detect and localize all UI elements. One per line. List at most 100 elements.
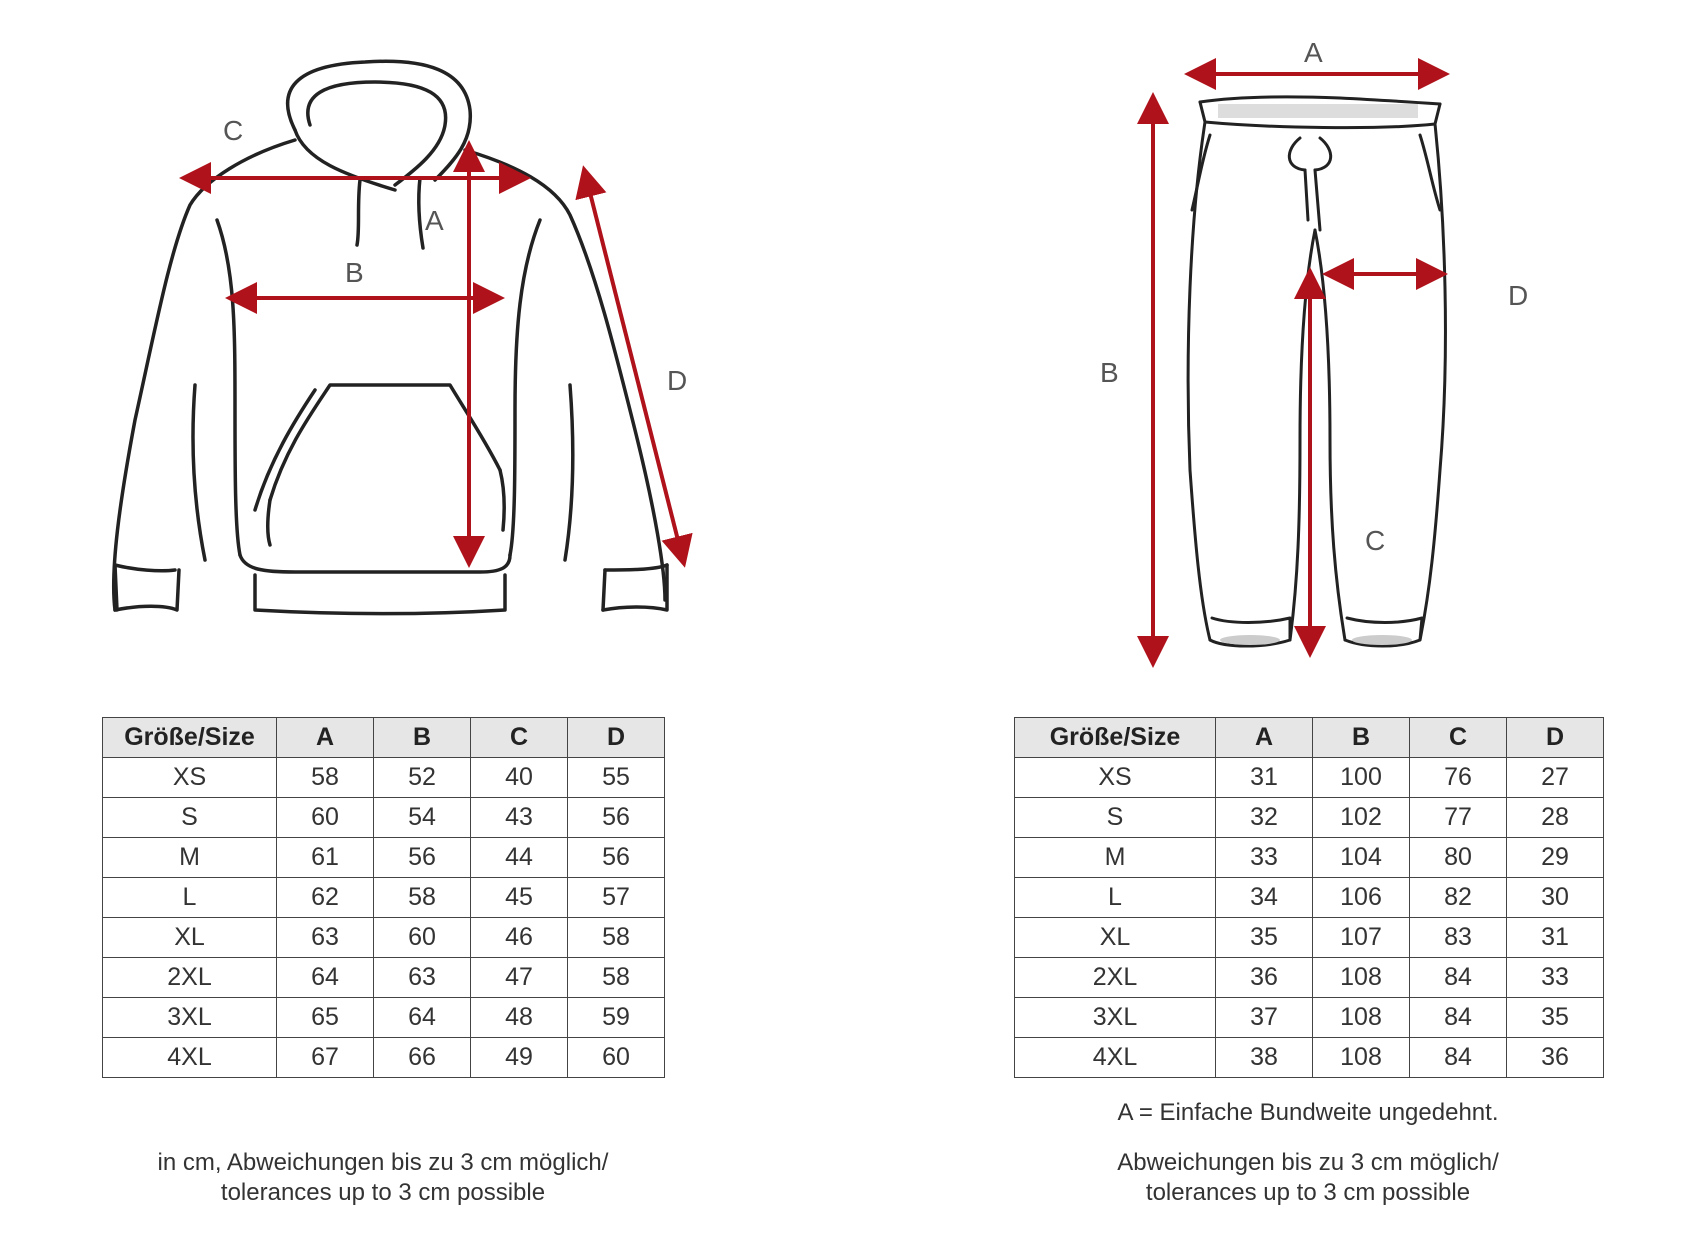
- note-line: Abweichungen bis zu 3 cm möglich/: [1117, 1149, 1499, 1176]
- value-cell: 31: [1506, 917, 1604, 958]
- table-row: 4XL 67 66 49 60: [102, 1037, 665, 1078]
- hoodie-label-a: A: [425, 205, 444, 236]
- value-cell: 36: [1215, 957, 1313, 998]
- value-cell: 108: [1312, 1037, 1410, 1078]
- value-cell: 80: [1409, 837, 1507, 878]
- header-b: B: [1312, 717, 1410, 758]
- value-cell: 35: [1215, 917, 1313, 958]
- header-size: Größe/Size: [1014, 717, 1216, 758]
- hoodie-label-d: D: [667, 365, 687, 396]
- note-line: in cm, Abweichungen bis zu 3 cm möglich/: [157, 1149, 609, 1176]
- value-cell: 37: [1215, 997, 1313, 1038]
- pants-label-a: A: [1304, 37, 1323, 68]
- value-cell: 83: [1409, 917, 1507, 958]
- value-cell: 55: [567, 757, 665, 798]
- value-cell: 60: [373, 917, 471, 958]
- value-cell: 84: [1409, 1037, 1507, 1078]
- value-cell: 108: [1312, 957, 1410, 998]
- table-row: XS 58 52 40 55: [102, 757, 665, 798]
- size-cell: 4XL: [102, 1037, 277, 1078]
- hoodie-label-b: B: [345, 257, 364, 288]
- value-cell: 56: [373, 837, 471, 878]
- value-cell: 106: [1312, 877, 1410, 918]
- note-line: A = Einfache Bundweite ungedehnt.: [1117, 1099, 1499, 1126]
- table-row: L 34 106 82 30: [1014, 877, 1604, 918]
- note-line: tolerances up to 3 cm possible: [1145, 1179, 1471, 1206]
- table-row: XL 35 107 83 31: [1014, 917, 1604, 958]
- hoodie-label-c: C: [223, 115, 243, 146]
- value-cell: 84: [1409, 957, 1507, 998]
- value-cell: 52: [373, 757, 471, 798]
- value-cell: 63: [373, 957, 471, 998]
- hoodie-tolerance-note: in cm, Abweichungen bis zu 3 cm möglich/…: [102, 1148, 664, 1208]
- hoodie-size-table: Größe/Size A B C D XS 58 52 40 55 S 60 5…: [102, 717, 665, 1078]
- pants-label-d: D: [1508, 280, 1528, 311]
- value-cell: 82: [1409, 877, 1507, 918]
- value-cell: 33: [1506, 957, 1604, 998]
- value-cell: 27: [1506, 757, 1604, 798]
- value-cell: 61: [276, 837, 374, 878]
- table-row: XS 31 100 76 27: [1014, 757, 1604, 798]
- value-cell: 54: [373, 797, 471, 838]
- size-cell: 2XL: [102, 957, 277, 998]
- value-cell: 56: [567, 797, 665, 838]
- value-cell: 76: [1409, 757, 1507, 798]
- size-cell: XL: [102, 917, 277, 958]
- pants-tolerance-note: Abweichungen bis zu 3 cm möglich/ tolera…: [1014, 1148, 1602, 1208]
- value-cell: 47: [470, 957, 568, 998]
- table-row: XL 63 60 46 58: [102, 917, 665, 958]
- value-cell: 64: [373, 997, 471, 1038]
- table-row: 2XL 64 63 47 58: [102, 957, 665, 998]
- value-cell: 35: [1506, 997, 1604, 1038]
- table-row: L 62 58 45 57: [102, 877, 665, 918]
- value-cell: 77: [1409, 797, 1507, 838]
- value-cell: 28: [1506, 797, 1604, 838]
- header-c: C: [470, 717, 568, 758]
- value-cell: 31: [1215, 757, 1313, 798]
- pants-waist-note: A = Einfache Bundweite ungedehnt.: [1014, 1098, 1602, 1128]
- table-row: S 32 102 77 28: [1014, 797, 1604, 838]
- hoodie-outline-icon: C A B D: [111, 59, 693, 616]
- value-cell: 107: [1312, 917, 1410, 958]
- value-cell: 84: [1409, 997, 1507, 1038]
- size-cell: M: [1014, 837, 1216, 878]
- header-d: D: [1506, 717, 1604, 758]
- size-cell: 2XL: [1014, 957, 1216, 998]
- value-cell: 100: [1312, 757, 1410, 798]
- header-a: A: [1215, 717, 1313, 758]
- pants-size-table: Größe/Size A B C D XS 31 100 76 27 S 32 …: [1014, 717, 1604, 1078]
- table-row: M 33 104 80 29: [1014, 837, 1604, 878]
- size-cell: XS: [1014, 757, 1216, 798]
- value-cell: 57: [567, 877, 665, 918]
- value-cell: 58: [567, 957, 665, 998]
- table-row: S 60 54 43 56: [102, 797, 665, 838]
- value-cell: 58: [373, 877, 471, 918]
- hoodie-diagram: C A B D: [95, 30, 775, 670]
- value-cell: 104: [1312, 837, 1410, 878]
- value-cell: 67: [276, 1037, 374, 1078]
- table-row: 3XL 37 108 84 35: [1014, 997, 1604, 1038]
- size-cell: S: [1014, 797, 1216, 838]
- table-row: M 61 56 44 56: [102, 837, 665, 878]
- value-cell: 60: [276, 797, 374, 838]
- value-cell: 36: [1506, 1037, 1604, 1078]
- value-cell: 56: [567, 837, 665, 878]
- value-cell: 108: [1312, 997, 1410, 1038]
- pants-label-b: B: [1100, 357, 1119, 388]
- size-cell: S: [102, 797, 277, 838]
- table-row: 3XL 65 64 48 59: [102, 997, 665, 1038]
- value-cell: 66: [373, 1037, 471, 1078]
- size-cell: 3XL: [1014, 997, 1216, 1038]
- value-cell: 44: [470, 837, 568, 878]
- value-cell: 102: [1312, 797, 1410, 838]
- table-row: 2XL 36 108 84 33: [1014, 957, 1604, 998]
- value-cell: 40: [470, 757, 568, 798]
- header-b: B: [373, 717, 471, 758]
- table-header-row: Größe/Size A B C D: [102, 717, 665, 758]
- header-a: A: [276, 717, 374, 758]
- header-size: Größe/Size: [102, 717, 277, 758]
- value-cell: 46: [470, 917, 568, 958]
- size-cell: XL: [1014, 917, 1216, 958]
- table-row: 4XL 38 108 84 36: [1014, 1037, 1604, 1078]
- value-cell: 58: [567, 917, 665, 958]
